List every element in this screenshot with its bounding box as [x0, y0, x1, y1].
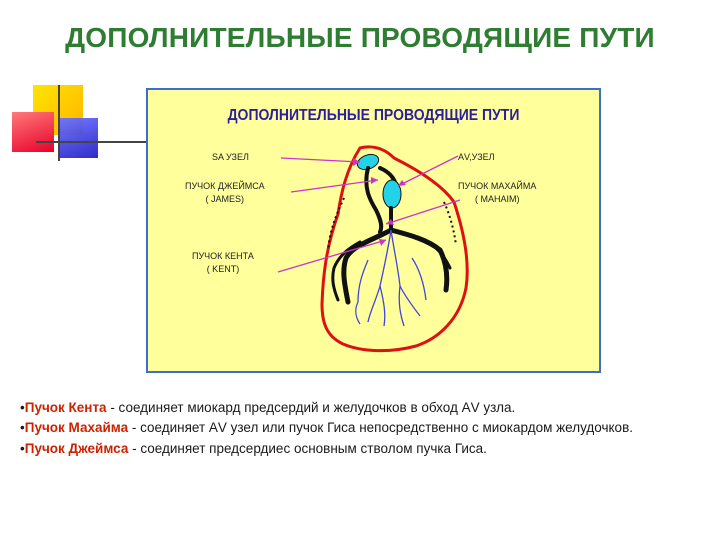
pointer-sa: [280, 157, 361, 163]
label-kent-line2: ( KENT): [206, 264, 240, 275]
arrowhead-sa: [353, 158, 360, 166]
right-bundle-branch: [388, 227, 450, 293]
decor-vertical-line: [58, 85, 60, 161]
label-sa-node: SA УЗЕЛ: [212, 152, 249, 162]
label-james-line2: ( JAMES): [205, 194, 245, 205]
note-bullet: •: [20, 440, 25, 456]
av-node: [382, 179, 402, 209]
diagram-panel: ДОПОЛНИТЕЛЬНЫЕ ПРОВОДЯЩИЕ ПУТИ: [146, 88, 601, 373]
heart-conduction-diagram: [277, 145, 469, 353]
decor-horizontal-line: [36, 141, 146, 143]
arrowhead-av: [398, 180, 406, 186]
decor-red-square: [12, 112, 54, 152]
label-kent-line1: ПУЧОК КЕНТА: [192, 251, 254, 261]
note-james: •Пучок Джеймса - соединяет предсердиес о…: [20, 441, 710, 457]
note-term-kent: Пучок Кента: [24, 400, 107, 415]
arrowhead-mahaim: [386, 219, 394, 225]
pointer-mahaim: [385, 199, 461, 225]
note-text-kent: - соединяет миокард предсердий и желудоч…: [106, 400, 516, 415]
label-mahaim-line1: ПУЧОК МАХАЙМА: [458, 181, 537, 191]
notes-list: •Пучок Кента - соединяет миокард предсер…: [20, 400, 710, 461]
note-text-james: - соединяет предсердиес основным стволом…: [128, 440, 487, 456]
diagram-title: ДОПОЛНИТЕЛЬНЫЕ ПРОВОДЯЩИЕ ПУТИ: [227, 104, 520, 124]
note-text-mahaim: - соединяет АV узел или пучок Гиса непос…: [128, 420, 633, 436]
pointer-av: [397, 155, 459, 187]
sa-node: [356, 153, 380, 171]
note-term-james: Пучок Джеймса: [24, 440, 129, 456]
myocardial-strand-right: [443, 201, 457, 246]
right-branch-extension: [422, 238, 452, 270]
pointer-lines: [277, 155, 461, 273]
label-av-node: АV,УЗЕЛ: [458, 152, 495, 162]
internodal-tract-left: [364, 166, 384, 234]
note-bullet: •: [20, 420, 25, 436]
pointer-james: [290, 179, 379, 193]
arrowhead-kent: [379, 239, 386, 246]
label-james-line1: ПУЧОК ДЖЕЙМСА: [185, 181, 265, 191]
label-mahaim-line2: ( MAHAIM): [474, 194, 520, 205]
myocardial-strand-left: [327, 197, 345, 251]
decor-blue-square: [58, 118, 98, 158]
arrowhead-james: [371, 177, 378, 184]
pointer-kent: [277, 239, 387, 273]
purkinje-fibers: [355, 229, 427, 327]
note-bullet: •: [20, 400, 25, 415]
left-bundle-branch: [341, 227, 394, 305]
label-james: ПУЧОК ДЖЕЙМСА ( JAMES): [185, 180, 265, 206]
label-mahaim: ПУЧОК МАХАЙМА ( MAHAIM): [458, 180, 536, 206]
note-term-mahaim: Пучок Махайма: [24, 420, 129, 436]
left-anterior-fascicle: [331, 240, 362, 302]
note-kent: •Пучок Кента - соединяет миокард предсер…: [20, 400, 710, 416]
label-kent: ПУЧОК КЕНТА ( KENT): [192, 250, 254, 276]
slide-title: ДОПОЛНИТЕЛЬНЫЕ ПРОВОДЯЩИЕ ПУТИ: [65, 22, 655, 53]
note-mahaim: •Пучок Махайма - соединяет АV узел или п…: [20, 420, 710, 436]
